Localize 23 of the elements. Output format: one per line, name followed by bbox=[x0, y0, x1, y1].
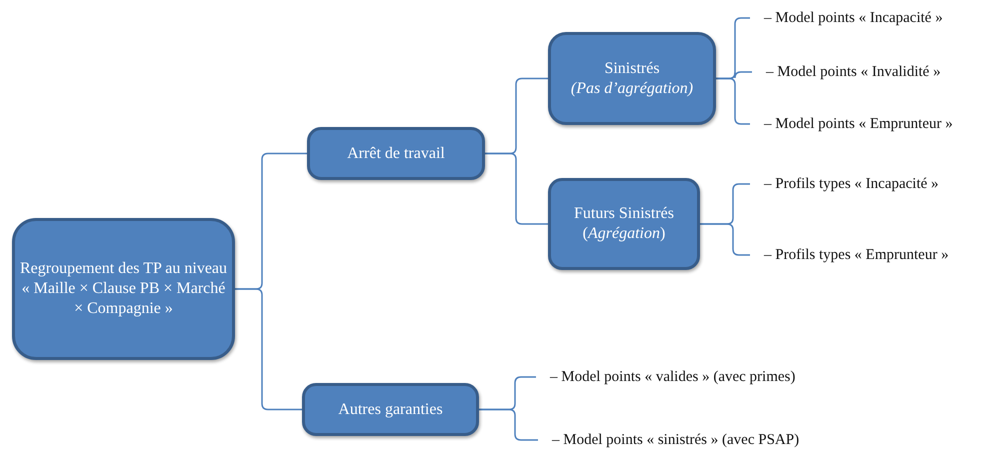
bracket-connector bbox=[700, 223, 750, 256]
list-item-text: – Model points « valides » (avec primes) bbox=[536, 367, 856, 387]
list-item-text: – Model points « Incapacité » bbox=[750, 8, 980, 28]
list-item-text: – Profils types « Emprunteur » bbox=[750, 245, 985, 265]
list-item-text: – Model points « Invalidité » bbox=[752, 62, 982, 82]
process-box bbox=[548, 178, 700, 270]
box-title: Regroupement des TP au niveau « Maille × Clause PB × Marché × Compagnie » bbox=[19, 259, 228, 319]
process-box bbox=[302, 383, 479, 436]
list-item-text: – Model points « sinistrés » (avec PSAP) bbox=[538, 430, 858, 450]
bracket-connector bbox=[235, 288, 302, 410]
list-item-text: – Model points « Emprunteur » bbox=[750, 114, 985, 134]
box-title: Futurs Sinistrés bbox=[574, 204, 674, 224]
process-box bbox=[548, 32, 716, 125]
box-title: Autres garanties bbox=[338, 400, 443, 420]
box-title: Sinistrés bbox=[604, 58, 660, 78]
bracket-connector bbox=[479, 408, 538, 441]
process-box bbox=[307, 127, 485, 180]
list-item-text: – Profils types « Incapacité » bbox=[750, 174, 980, 194]
box-subtitle: (Pas d’agrégation) bbox=[570, 78, 694, 98]
box-subtitle: (Agrégation) bbox=[582, 224, 666, 244]
process-box bbox=[12, 218, 235, 360]
bracket-connector bbox=[485, 152, 548, 225]
box-title: Arrêt de travail bbox=[347, 144, 445, 164]
